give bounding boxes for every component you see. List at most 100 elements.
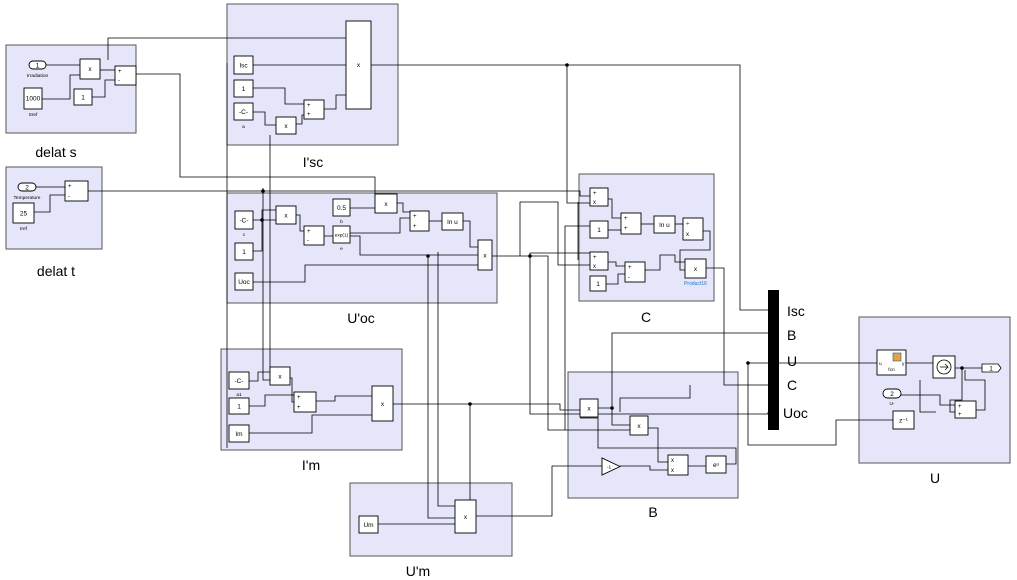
uoc-c-constant[interactable] xyxy=(234,210,254,230)
uoc-sum-1[interactable] xyxy=(303,225,325,246)
mux-bar[interactable] xyxy=(768,290,779,430)
c-one-constant-b[interactable] xyxy=(589,275,607,292)
isc-sum[interactable] xyxy=(303,99,325,120)
c-sum-4[interactable] xyxy=(624,261,646,283)
uoc-sum-1-sign-1: + xyxy=(307,229,311,235)
isc-a-constant[interactable] xyxy=(233,102,254,121)
signal-wires xyxy=(34,37,986,525)
uoc-from-block[interactable] xyxy=(234,272,254,291)
isc-sum-sign-2: + xyxy=(307,112,311,118)
c-divide[interactable] xyxy=(682,217,704,241)
isc-product-small[interactable] xyxy=(275,116,297,135)
b-product-1[interactable] xyxy=(579,398,599,418)
u-label: U xyxy=(930,470,940,486)
c-product-16[interactable] xyxy=(684,258,707,279)
im-a1-name: a1 xyxy=(236,392,242,398)
u-inport-name: U- xyxy=(889,401,894,407)
irradiation-inport[interactable] xyxy=(28,60,47,70)
im-sum[interactable] xyxy=(293,391,317,413)
im-product-out[interactable] xyxy=(371,385,394,422)
u-outport[interactable] xyxy=(981,363,1002,373)
delta-s-sum[interactable] xyxy=(114,65,137,86)
temperature-inport[interactable] xyxy=(17,182,37,192)
b-label: B xyxy=(648,504,657,520)
uoc-product-2-symbol: x xyxy=(384,201,388,208)
b-product-3-sign-1: x xyxy=(671,458,674,464)
im-one-constant[interactable] xyxy=(228,397,250,415)
c-product-symbol: x xyxy=(694,266,698,273)
c-one-a-value: 1 xyxy=(597,227,601,234)
c-sum-3[interactable] xyxy=(589,251,609,271)
sref-constant[interactable] xyxy=(23,87,43,110)
subsystem-b[interactable] xyxy=(567,371,739,499)
isc-from-block[interactable] xyxy=(233,55,254,75)
c-ln-label: ln u xyxy=(659,222,670,229)
subsystem-u[interactable] xyxy=(858,316,1011,464)
b-exp-block[interactable] xyxy=(705,455,727,474)
isc-sum-sign-1: + xyxy=(307,103,311,109)
u-fcn-out-port: y xyxy=(902,362,905,367)
u-delay-label: z⁻¹ xyxy=(899,418,909,425)
c-sum-1-sign-2: x xyxy=(593,200,596,206)
um-product[interactable] xyxy=(454,499,477,534)
b-gain[interactable] xyxy=(601,457,622,476)
uoc-one-constant[interactable] xyxy=(234,242,254,261)
tref-constant[interactable] xyxy=(12,202,35,224)
uoc-ln-block[interactable] xyxy=(441,212,464,231)
b-product-3-sign-2: x xyxy=(671,468,674,474)
c-sum-1[interactable] xyxy=(589,187,609,207)
c-ln-block[interactable] xyxy=(653,215,676,234)
delta-t-sum-sign-2: - xyxy=(68,194,70,200)
subsystem-isc-prime[interactable] xyxy=(226,3,399,146)
delta-s-product-symbol: x xyxy=(88,66,92,73)
b-product-2[interactable] xyxy=(629,415,649,436)
delta-t-sum[interactable] xyxy=(64,180,89,202)
delta-s-label: delat s xyxy=(35,144,76,160)
b-exp-label: eᵘ xyxy=(713,462,720,469)
c-one-b-value: 1 xyxy=(596,281,600,288)
im-a1-constant[interactable] xyxy=(228,371,250,390)
uoc-e-constant[interactable] xyxy=(332,225,351,244)
isc-product[interactable] xyxy=(345,20,372,110)
isc-a-name: a xyxy=(242,125,245,130)
isc-one-constant[interactable] xyxy=(233,79,254,98)
c-divide-sign-2: x xyxy=(686,232,689,238)
im-sum-sign-2: + xyxy=(297,405,301,411)
subsystem-uoc-prime[interactable] xyxy=(226,192,498,304)
u-sum[interactable] xyxy=(954,400,977,419)
delta-s-one-constant[interactable] xyxy=(73,88,93,106)
delta-s-one-value: 1 xyxy=(81,95,85,102)
c-label: C xyxy=(641,309,651,325)
delta-t-label: delat t xyxy=(37,263,75,279)
delta-s-product[interactable] xyxy=(79,58,101,80)
b-product-3[interactable] xyxy=(667,454,689,476)
um-from-block[interactable] xyxy=(358,515,379,534)
c-sum-2-sign-2: + xyxy=(624,226,628,232)
im-one-value: 1 xyxy=(237,404,241,411)
uoc-sum-2[interactable] xyxy=(409,210,430,232)
u-unit-delay[interactable] xyxy=(892,410,915,430)
c-sum-2[interactable] xyxy=(620,212,642,235)
mux-label-b: B xyxy=(787,327,796,343)
b-product-1-symbol: x xyxy=(587,406,591,413)
im-product-1[interactable] xyxy=(269,366,291,386)
uoc-product-2[interactable] xyxy=(374,193,398,214)
c-one-constant-a[interactable] xyxy=(589,220,609,239)
im-from-block[interactable] xyxy=(228,424,250,443)
uoc-product-1[interactable] xyxy=(275,205,297,225)
uoc-ln-label: ln u xyxy=(447,219,458,226)
u-inport[interactable] xyxy=(882,388,902,399)
isc-product-small-symbol: x xyxy=(284,123,288,130)
isc-product-symbol: x xyxy=(357,62,361,69)
uoc-sum-2-sign-1: + xyxy=(413,214,417,220)
uoc-product-out[interactable] xyxy=(477,239,493,271)
u-sum-sign-2: + xyxy=(958,412,962,418)
delta-t-sum-sign-1: + xyxy=(68,184,72,190)
uoc-b-constant[interactable] xyxy=(332,198,351,217)
u-outport-number: 1 xyxy=(989,366,993,373)
u-saturation-arrow-icon xyxy=(940,363,949,371)
im-product-1-symbol: x xyxy=(278,374,282,381)
uoc-e-value: exp(1) xyxy=(335,233,349,239)
im-prime-label: I'm xyxy=(302,457,320,473)
c-sum-2-sign-1: + xyxy=(624,216,628,222)
